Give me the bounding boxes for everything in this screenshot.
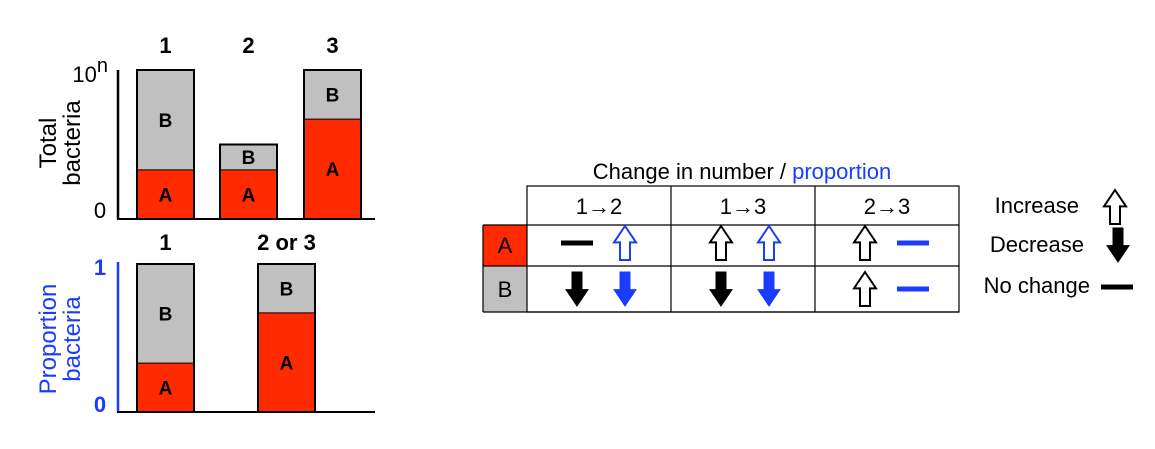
bar-label-a: A — [326, 160, 340, 181]
top-ytick-exponent: n — [97, 55, 108, 77]
legend: Increase Decrease No change — [984, 188, 1133, 298]
number-up-arrow-icon — [852, 224, 878, 261]
proportion-bacteria-chart: Proportion bacteria 1 0 A B 1A B 2 or 3 — [35, 230, 375, 417]
top-ytick-10n: 10n — [72, 55, 108, 87]
legend-increase-up-arrow-icon — [1102, 188, 1128, 225]
bar-segment-a — [220, 169, 277, 219]
bar-label-b: B — [280, 279, 294, 300]
row-label-cell-a — [483, 225, 527, 266]
number-down-arrow-icon — [565, 271, 589, 307]
legend-increase-label: Increase — [995, 193, 1079, 218]
number-up-arrow-icon — [708, 224, 734, 261]
bar-label-a: A — [242, 185, 256, 206]
col-header: 1→3 — [720, 194, 766, 219]
row-label-cell-b — [483, 266, 527, 312]
row-label-b: B — [498, 277, 513, 302]
proportion-up-arrow-icon — [612, 224, 638, 261]
category-label: 2 or 3 — [257, 230, 316, 255]
bottom-ylabel-line2: bacteria — [59, 296, 86, 382]
category-label: 3 — [326, 33, 338, 58]
bar-label-b: B — [159, 305, 173, 326]
col-header: 1→2 — [576, 194, 622, 219]
change-table: Change in number / proportion 1→2 1→3 2→… — [482, 159, 960, 313]
top-ylabel-line2: bacteria — [59, 100, 86, 186]
number-up-arrow-icon — [852, 270, 878, 307]
category-label: 1 — [159, 33, 171, 58]
bottom-ytick-one: 1 — [94, 255, 106, 280]
legend-decrease-down-arrow-icon — [1106, 227, 1130, 263]
table-title-prefix: Change in number / — [593, 159, 792, 184]
proportion-down-arrow-icon — [613, 271, 637, 307]
col-header: 2→3 — [864, 194, 910, 219]
category-label: 1 — [159, 230, 171, 255]
bar-segment-a — [258, 312, 315, 412]
number-down-arrow-icon — [709, 271, 733, 307]
top-ytick-zero: 0 — [94, 198, 106, 223]
legend-no-change-label: No change — [984, 273, 1090, 298]
bar-segment-b — [220, 144, 277, 170]
table-cells-group — [561, 224, 929, 307]
top-ytick-base: 10 — [72, 62, 96, 87]
bar-label-b: B — [159, 111, 173, 132]
legend-decrease-label: Decrease — [990, 232, 1084, 257]
bar-segment-a — [137, 363, 194, 412]
bottom-ylabel-line1: Proportion — [35, 284, 62, 395]
bottom-ytick-zero: 0 — [94, 392, 106, 417]
category-label: 2 — [242, 33, 254, 58]
bar-segment-b — [137, 70, 194, 170]
top-ylabel-line1: Total — [35, 118, 62, 169]
bar-segment-b — [258, 264, 315, 313]
bar-segment-b — [304, 70, 361, 120]
bar-label-b: B — [326, 86, 340, 107]
proportion-down-arrow-icon — [757, 271, 781, 307]
table-title: Change in number / proportion — [593, 159, 891, 184]
table-title-highlight: proportion — [792, 159, 891, 184]
bar-segment-a — [137, 169, 194, 219]
row-label-a: A — [498, 233, 513, 258]
bar-segment-b — [137, 264, 194, 364]
bar-segment-a — [304, 119, 361, 219]
proportion-up-arrow-icon — [756, 224, 782, 261]
bar-label-a: A — [159, 185, 173, 206]
bottom-bars-group: A B 1A B 2 or 3 — [136, 230, 316, 413]
legend-icons-group — [1101, 188, 1133, 290]
bar-label-a: A — [159, 379, 173, 400]
bar-label-b: B — [242, 148, 256, 169]
bar-label-a: A — [280, 353, 294, 374]
